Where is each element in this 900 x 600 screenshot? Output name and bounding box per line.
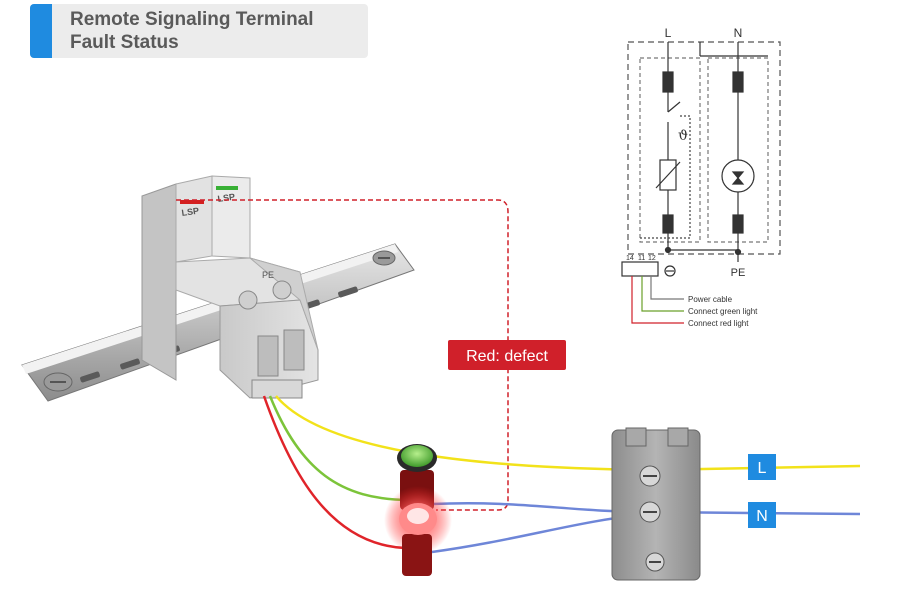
page-title: Remote Signaling Terminal Fault Status [70,8,314,54]
terminal-block [611,427,701,581]
spd-brand-left: LSP [181,206,200,218]
terminal-number-11: 11 [638,255,645,262]
surge-protector: LSP LSP PE [141,175,319,399]
legend-green-light: Connect green light [688,307,758,316]
defect-label: Red: defect [466,348,548,365]
title-accent-bar [30,4,52,58]
rail-screw-right [372,250,396,266]
signal-terminal-strip [621,261,659,277]
green-status-window [216,186,238,190]
red-status-window [180,200,204,204]
schematic-outer-frame [627,41,781,255]
schematic-neutral-label: N [734,26,743,40]
schematic-phase-label: L [665,26,672,40]
legend-red-light: Connect red light [688,319,749,328]
thermal-symbol: ϑ [678,128,688,144]
spd-terminal-label: PE [262,270,274,280]
legend-power-cable: Power cable [688,295,733,304]
spd-brand-right: LSP [217,192,236,204]
title-line-1: Remote Signaling Terminal [70,9,314,30]
terminal-screw-left [238,290,258,310]
title-line-2: Fault Status [70,32,179,53]
schematic-module-1 [639,57,701,243]
earth-icon [664,265,676,277]
green-indicator-light [397,444,437,510]
title-banner [30,4,368,58]
yellow-wire [275,395,861,472]
din-rail [21,243,415,402]
green-light-lens [401,445,433,467]
line-tag: L [748,454,776,480]
defect-callout: Red: defect [176,199,566,511]
green-wire [268,395,411,502]
terminal-screw-right [272,280,292,300]
line-tag-label: L [758,460,767,477]
rail-screw-left [43,372,73,392]
neutral-tag: N [748,502,776,528]
circuit-schematic: L N ϑ PE 14 11 12 [621,26,781,328]
neutral-tag-label: N [756,508,768,525]
red-wire [262,395,411,550]
defect-label-box [448,340,566,370]
terminal-number-12: 12 [648,255,656,262]
red-indicator-light [384,486,452,576]
schematic-earth-label: PE [731,267,746,279]
terminal-number-14: 14 [626,255,634,262]
